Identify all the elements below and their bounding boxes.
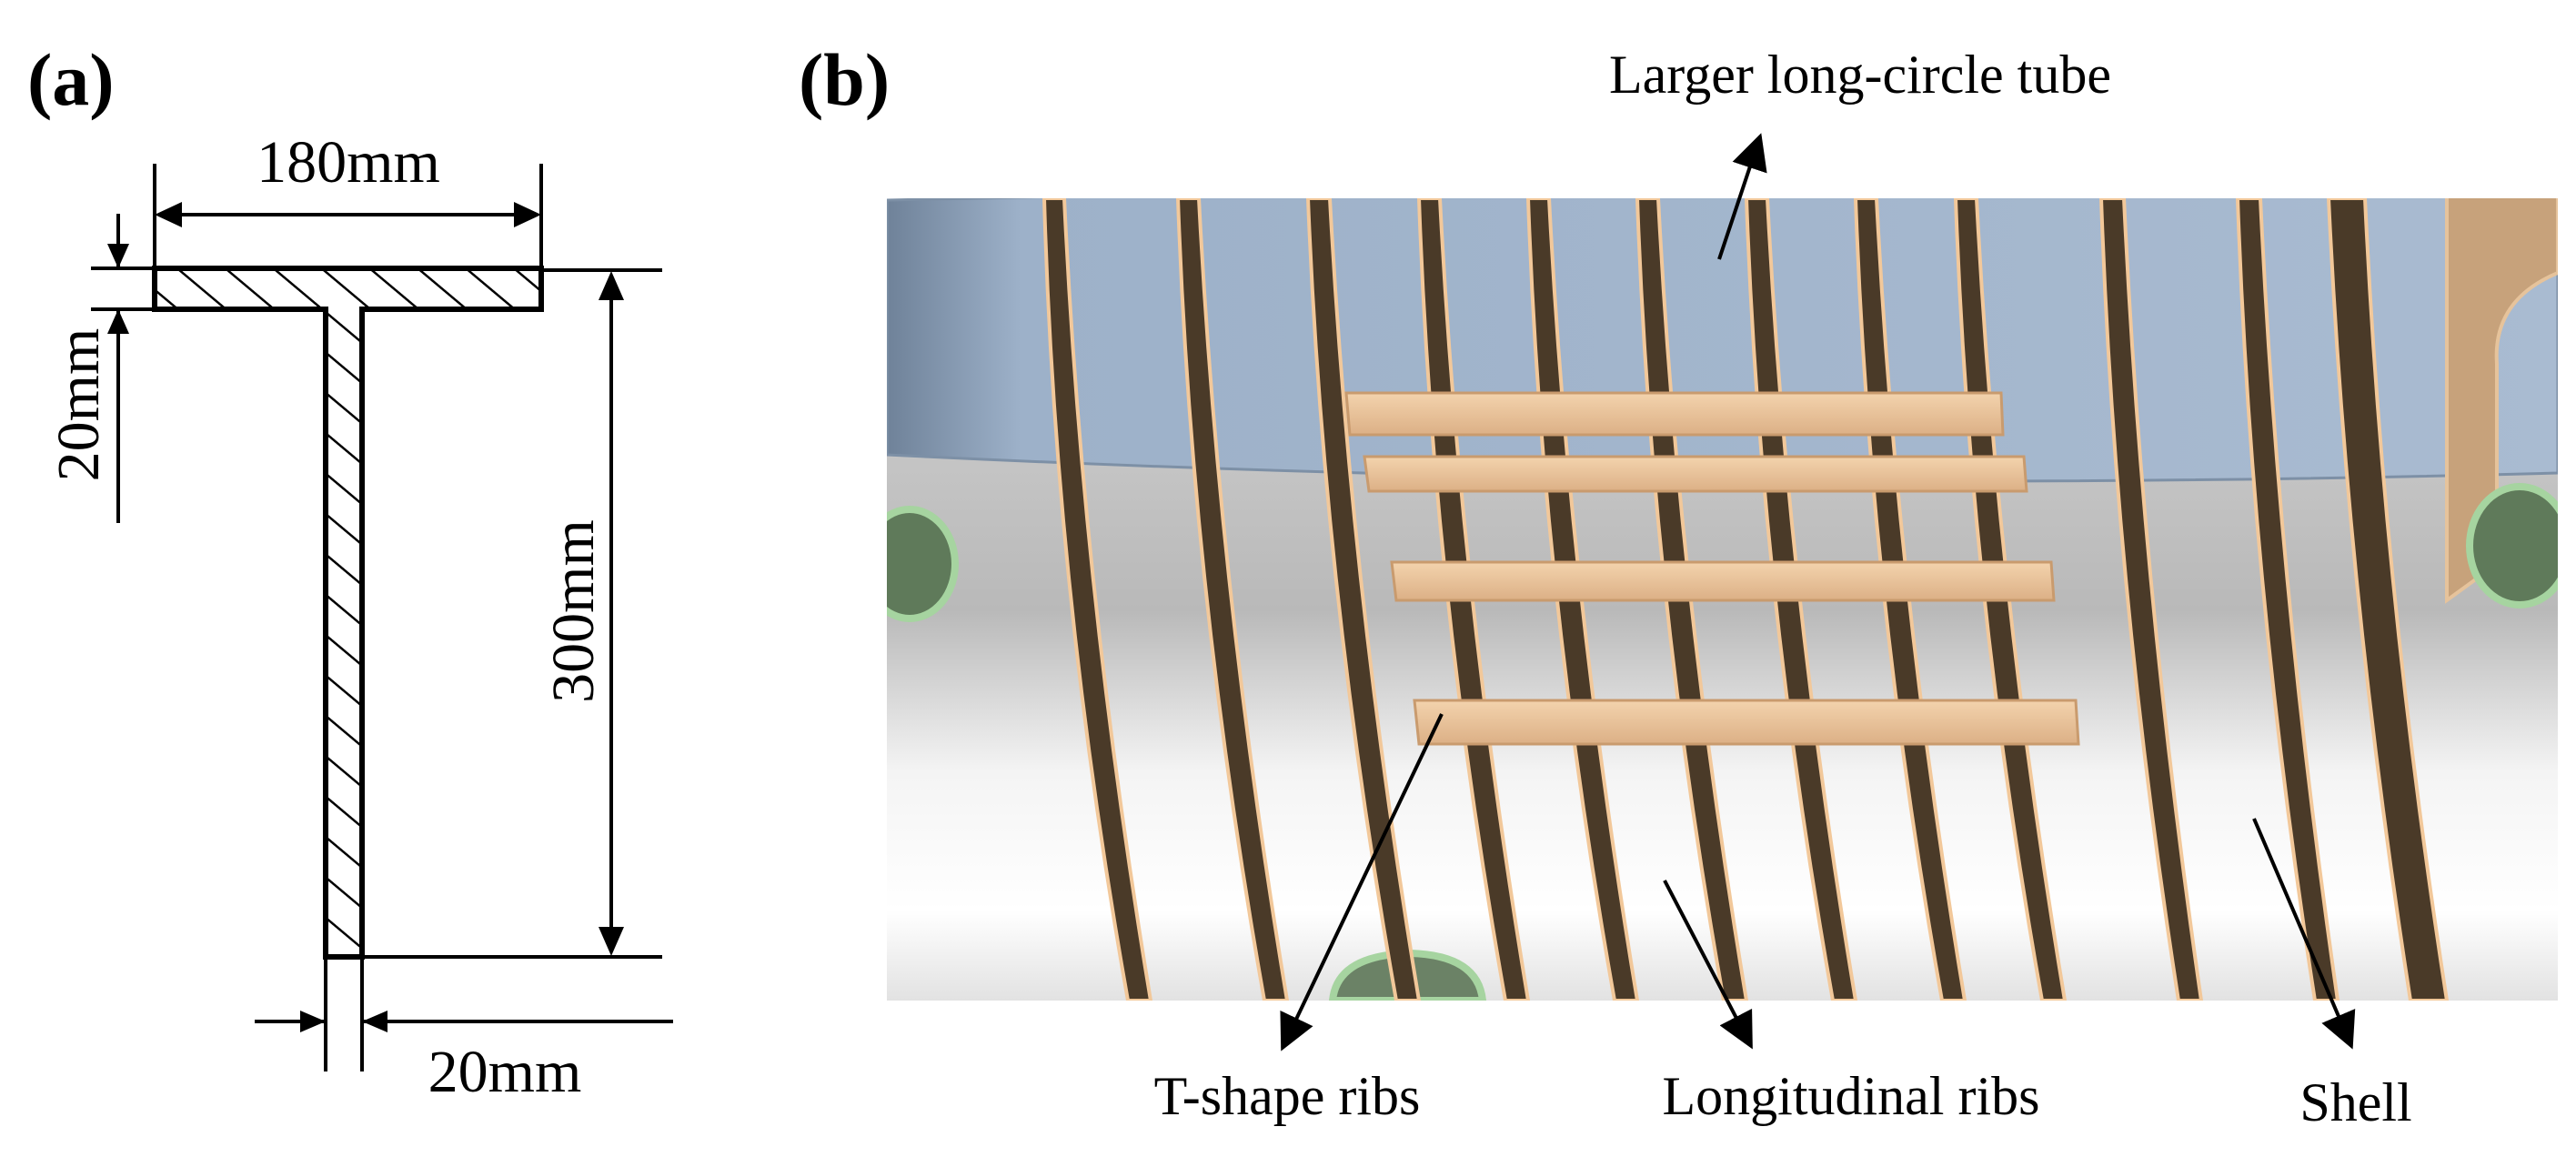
callout-t-ribs: T-shape ribs: [1154, 713, 1444, 1126]
panel-b: (b): [799, 38, 2558, 1132]
dim-web-thickness-label: 20mm: [428, 1039, 582, 1105]
pipe-fitting-left: [887, 506, 959, 622]
dim-height: 300mm: [362, 268, 662, 959]
model-render: [887, 198, 2558, 1001]
dim-flange-thickness: 20mm: [45, 214, 153, 523]
t-section-drawing: [152, 266, 544, 960]
dim-height-label: 300mm: [540, 519, 607, 703]
longitudinal-ribs: [1344, 391, 2080, 746]
callout-longitudinal-ribs-label: Longitudinal ribs: [1663, 1066, 2040, 1126]
right-bracket: [2445, 198, 2558, 604]
pipe-fitting-right: [2466, 483, 2558, 609]
callout-longitudinal-ribs: Longitudinal ribs: [1663, 880, 2040, 1126]
callout-t-ribs-label: T-shape ribs: [1154, 1066, 1421, 1126]
callout-shell-label: Shell: [2299, 1072, 2411, 1132]
dim-web-thickness: 20mm: [255, 960, 673, 1105]
t-section-outline: [152, 266, 544, 960]
larger-long-circle-tube: [887, 198, 2558, 483]
panel-a: (a) 180mm 20mm: [27, 38, 673, 1105]
panel-a-label: (a): [27, 38, 115, 121]
panel-b-label: (b): [799, 38, 890, 121]
dim-flange-thickness-label: 20mm: [45, 328, 112, 482]
dim-flange-width: 180mm: [153, 129, 543, 266]
callout-tube-label: Larger long-circle tube: [1609, 45, 2111, 105]
callout-shell: Shell: [2252, 818, 2412, 1132]
callout-tube: Larger long-circle tube: [1609, 45, 2111, 260]
dim-flange-width-label: 180mm: [257, 129, 440, 196]
